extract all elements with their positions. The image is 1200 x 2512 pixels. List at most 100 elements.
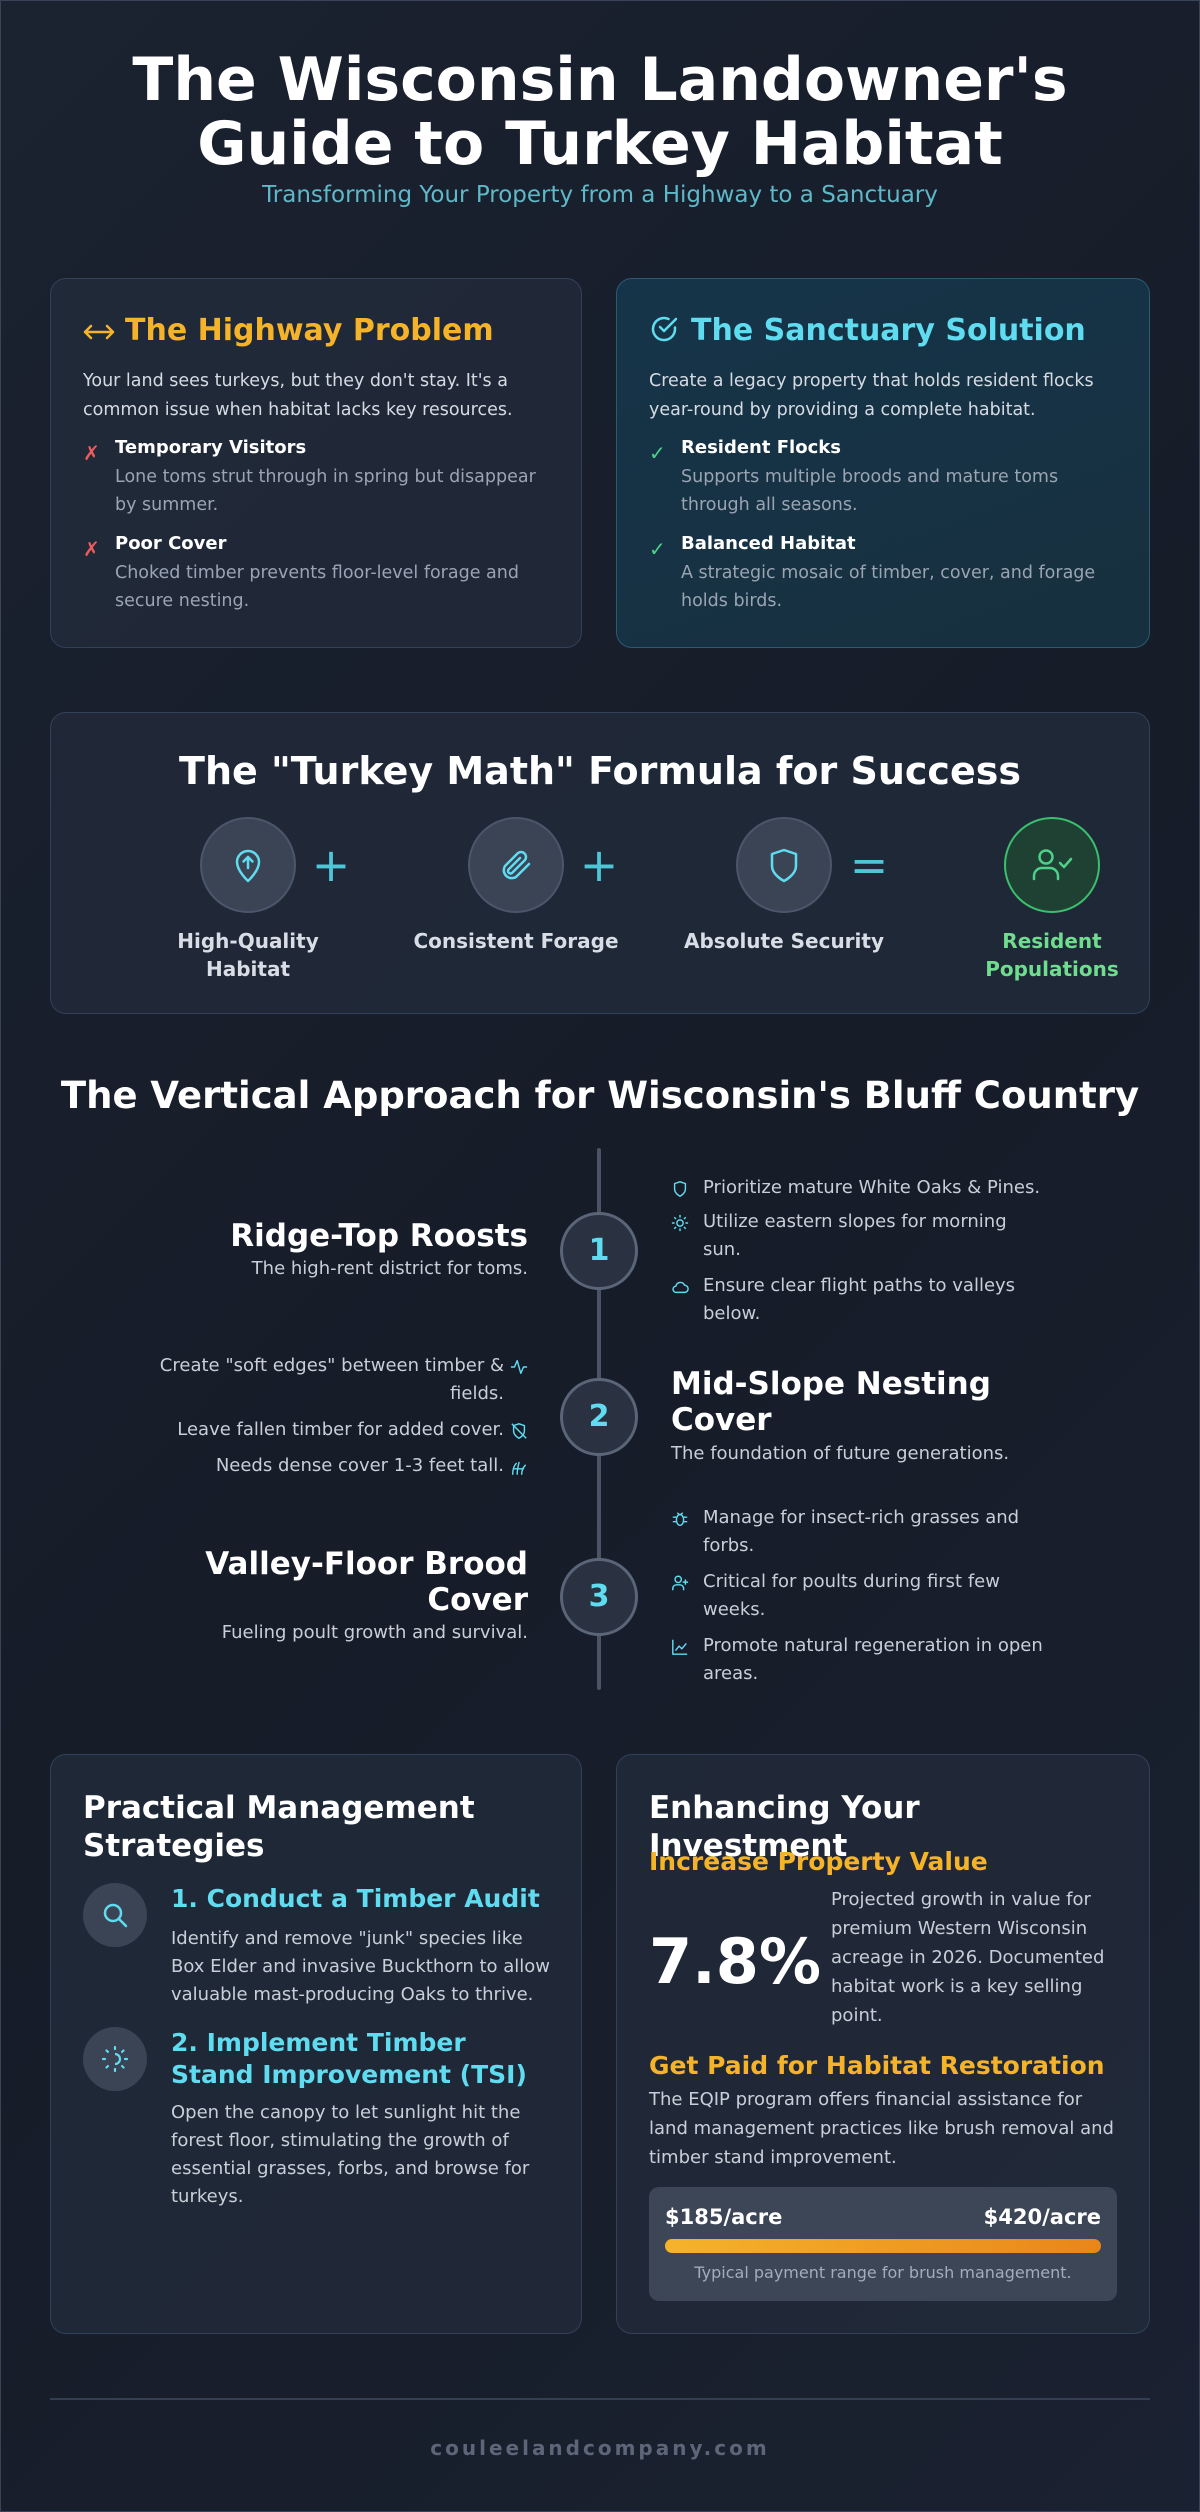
vertical-approach-title: The Vertical Approach for Wisconsin's Bl… [60,1074,1140,1117]
step-bullet: Critical for poults during first few wee… [671,1568,1031,1624]
bullet-text: Critical for poults during first few wee… [703,1571,1000,1620]
step-bullet: Promote natural regeneration in open are… [671,1632,1051,1688]
bullet-text: Promote natural regeneration in open are… [703,1635,1043,1684]
formula-label: High-Quality Habitat [177,929,319,981]
equals-sign: = [849,838,889,892]
bullet-text: Leave fallen timber for added cover. [177,1419,504,1440]
property-value-heading: Increase Property Value [649,1847,988,1876]
sun-icon [671,1213,691,1233]
bullet-text: Manage for insect-rich grasses and forbs… [703,1507,1020,1556]
page-title: The Wisconsin Landowner's Guide to Turke… [0,48,1200,176]
check-mark-icon: ✓ [649,537,666,561]
paid-restoration-heading: Get Paid for Habitat Restoration [649,2051,1105,2080]
investment-card: Enhancing Your Investment Increase Prope… [616,1754,1150,2334]
user-check-icon [1004,817,1100,913]
bullet-desc: Choked timber prevents floor-level forag… [115,563,519,611]
solution-heading: The Sanctuary Solution [649,313,1086,352]
bullet-desc: Supports multiple broods and mature toms… [681,467,1059,515]
bullet-title: Balanced Habitat [681,533,856,554]
step-number: 3 [560,1558,638,1636]
step-heading: Mid-Slope Nesting Cover [671,1366,991,1438]
payment-range-box: $185/acre $420/acre Typical payment rang… [649,2187,1117,2301]
sanctuary-solution-card: The Sanctuary Solution Create a legacy p… [616,278,1150,648]
step-heading: Valley-Floor Brood Cover [205,1546,528,1618]
formula-label: Resident Populations [985,929,1119,981]
solution-title: The Sanctuary Solution [691,313,1086,348]
eqip-desc: The EQIP program offers financial assist… [649,2089,1114,2168]
management-title: Practical Management Strategies [83,1790,475,1864]
paperclip-icon [468,817,564,913]
bullet-text: Prioritize mature White Oaks & Pines. [703,1177,1041,1198]
bullet-desc: Lone toms strut through in spring but di… [115,467,536,515]
check-circle-icon [649,314,683,352]
bullet-text: Create "soft edges" between timber & fie… [159,1355,504,1404]
step-number: 1 [560,1212,638,1290]
strategy-title: 2. Implement Timber Stand Improvement (T… [171,2028,527,2089]
highway-problem-card: The Highway Problem Your land sees turke… [50,278,582,648]
bullet-text: Needs dense cover 1-3 feet tall. [215,1455,504,1476]
strategy-item: 2. Implement Timber Stand Improvement (T… [83,2027,553,2227]
cloud-icon [671,1277,691,1297]
payment-high: $420/acre [983,2205,1101,2229]
search-icon [83,1883,147,1947]
solution-intro: Create a legacy property that holds resi… [649,371,1094,420]
title-line-2: Guide to Turkey Habitat [197,109,1003,179]
formula-title: The "Turkey Math" Formula for Success [179,749,1021,793]
value-growth-desc: Projected growth in value for premium We… [831,1889,1105,2026]
value-growth-stat: 7.8% [649,1925,821,1998]
plus-sign: + [311,838,351,892]
step-bullet: Create "soft edges" between timber & fie… [150,1352,528,1408]
step-heading: Ridge-Top Roosts [230,1218,528,1254]
formula-item-security: Absolute Security [669,817,899,955]
problem-intro: Your land sees turkeys, but they don't s… [83,371,513,420]
step-subtitle: The foundation of future generations. [671,1443,1010,1464]
footer-divider [50,2398,1150,2400]
formula-item-forage: Consistent Forage [401,817,631,955]
step-bullet: Leave fallen timber for added cover. [150,1416,528,1444]
management-card: Practical Management Strategies 1. Condu… [50,1754,582,2334]
formula-label: Absolute Security [684,929,884,953]
formula-item-habitat: High-Quality Habitat [133,817,363,983]
step-bullet: Prioritize mature White Oaks & Pines. [671,1174,1051,1202]
problem-heading: The Highway Problem [83,313,494,352]
problem-title: The Highway Problem [125,313,494,348]
shield-icon [736,817,832,913]
bullet-text: Ensure clear flight paths to valleys bel… [703,1275,1016,1324]
payment-range-bar [665,2239,1101,2253]
strategy-title: 1. Conduct a Timber Audit [171,1884,540,1913]
bullet-title: Poor Cover [115,533,227,554]
user-plus-icon [671,1573,691,1593]
chart-icon [671,1637,691,1657]
x-mark-icon: ✗ [83,441,100,465]
bullet-title: Resident Flocks [681,437,841,458]
title-line-1: The Wisconsin Landowner's [132,45,1068,115]
step-number: 2 [560,1378,638,1456]
formula-label: Consistent Forage [413,929,619,953]
bullet-title: Temporary Visitors [115,437,307,458]
step-bullet: Manage for insect-rich grasses and forbs… [671,1504,1031,1560]
strategy-item: 1. Conduct a Timber Audit Identify and r… [83,1883,553,2013]
step-bullet: Utilize eastern slopes for morning sun. [671,1208,1031,1264]
bullet-desc: A strategic mosaic of timber, cover, and… [681,563,1096,611]
step-bullet: Needs dense cover 1-3 feet tall. [150,1452,528,1480]
payment-low: $185/acre [665,2205,783,2229]
bug-icon [671,1509,691,1529]
check-mark-icon: ✓ [649,441,666,465]
investment-title: Enhancing Your Investment [649,1790,920,1864]
strategy-desc: Open the canopy to let sunlight hit the … [171,2102,530,2207]
step-subtitle: Fueling poult growth and survival. [221,1622,528,1643]
footer-site[interactable]: couleelandcompany.com [430,2436,770,2460]
bullet-text: Utilize eastern slopes for morning sun. [703,1211,1007,1260]
step-bullet: Ensure clear flight paths to valleys bel… [671,1272,1031,1328]
x-mark-icon: ✗ [83,537,100,561]
page-subtitle: Transforming Your Property from a Highwa… [262,182,938,208]
step-subtitle: The high-rent district for toms. [251,1258,528,1279]
formula-item-result: Resident Populations [937,817,1167,983]
plus-sign: + [579,838,619,892]
strategy-desc: Identify and remove "junk" species like … [171,1928,551,2005]
map-pin-icon [200,817,296,913]
shield-icon [671,1179,691,1199]
turkey-math-card: The "Turkey Math" Formula for Success Hi… [50,712,1150,1014]
shield-off-icon [508,1421,528,1441]
grass-icon [508,1457,528,1477]
